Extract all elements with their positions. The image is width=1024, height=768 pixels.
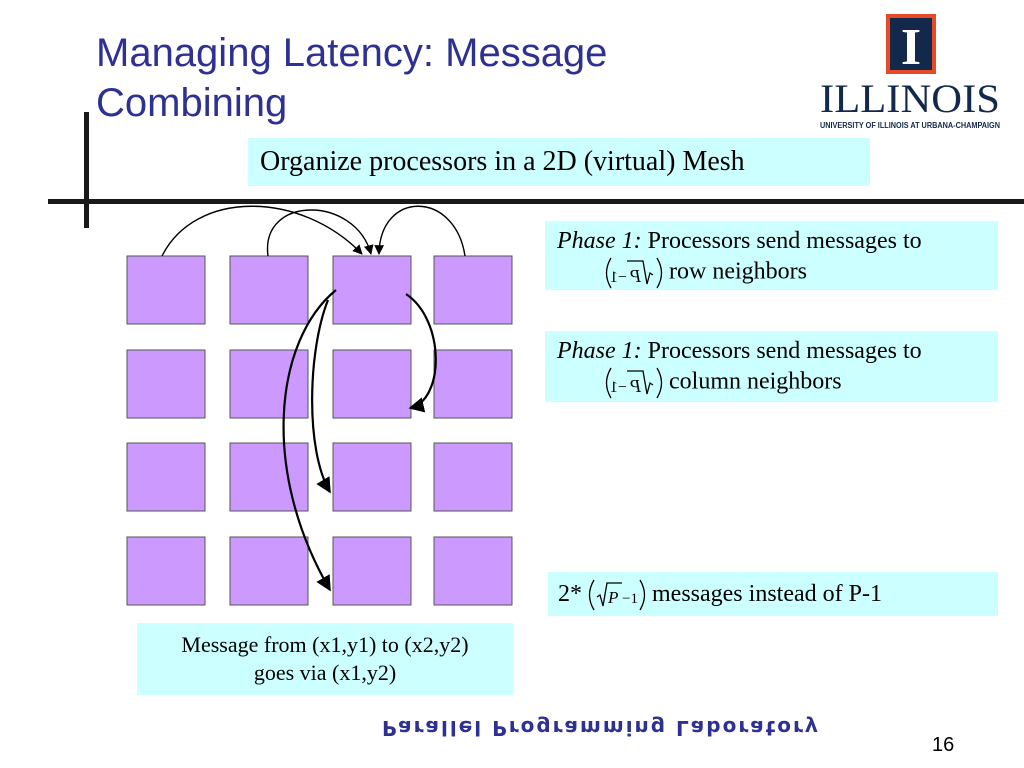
svg-text:P: P: [630, 266, 642, 286]
phase-column-label: Phase 1:: [557, 338, 642, 364]
message-count-prefix: 2*: [558, 581, 582, 607]
row-arrow-from-col3: [374, 205, 466, 257]
logo-caption: UNIVERSITY OF ILLINOIS AT URBANA-CHAMPAI…: [820, 121, 1000, 130]
horizontal-rule: [48, 199, 1024, 204]
sqrt-p-minus-1-mirrored-formula: P −1: [605, 367, 663, 399]
illinois-logo: I ILLINOIS UNIVERSITY OF ILLINOIS AT URB…: [820, 14, 1000, 130]
logo-wordmark: ILLINOIS: [820, 76, 1000, 121]
svg-text:−1: −1: [622, 591, 638, 607]
column-arrow-to-row1: [405, 293, 437, 413]
phase-row-text: Processors send messages to: [641, 228, 922, 254]
logo-block-i: I: [901, 19, 921, 76]
processor-3-3: [433, 536, 513, 606]
row-arrow-from-col0: [161, 205, 363, 257]
message-count-box: 2* P −1 messages instead of P-1: [548, 572, 998, 616]
processor-3-2: [332, 536, 412, 606]
processor-1-2: [332, 349, 412, 419]
message-routing-box: Message from (x1,y1) to (x2,y2) goes via…: [137, 623, 513, 695]
processor-2-3: [433, 442, 513, 512]
processor-3-1: [229, 536, 309, 606]
processor-0-2: [332, 255, 412, 325]
lab-footer-mirrored: Parallel Programming Laboratory: [382, 716, 820, 740]
processor-2-1: [229, 442, 309, 512]
mesh-subtitle-box: Organize processors in a 2D (virtual) Me…: [248, 138, 870, 186]
processor-0-1: [229, 255, 309, 325]
page-number: 16: [932, 734, 955, 756]
processor-2-0: [126, 442, 206, 512]
phase-column-text-line2: column neighbors: [669, 368, 842, 395]
phase-row-label: Phase 1:: [557, 228, 642, 254]
column-arrow-to-row3: [282, 289, 337, 592]
processor-0-3: [433, 255, 513, 325]
logo-block-i-background: [890, 18, 932, 70]
sqrt-p-minus-1-formula: P −1: [588, 580, 646, 611]
phase-column-box: Phase 1: Processors send messages to P −…: [545, 331, 998, 402]
sqrt-p-minus-1-mirrored-formula: P −1: [605, 257, 663, 289]
svg-text:−1: −1: [610, 379, 627, 396]
svg-text:P: P: [607, 588, 618, 607]
message-routing-line1: Message from (x1,y1) to (x2,y2): [181, 632, 469, 657]
processor-0-0: [126, 255, 206, 325]
processor-1-0: [126, 349, 206, 419]
processor-2-2: [332, 442, 412, 512]
column-arrow-to-row2: [311, 299, 331, 494]
svg-text:P: P: [630, 376, 642, 396]
phase-row-text-line2: row neighbors: [669, 258, 807, 285]
slide-title: Managing Latency: Message Combining: [96, 31, 608, 125]
processor-1-3: [433, 349, 513, 419]
row-arrow-from-col1: [267, 209, 374, 257]
vertical-rule: [84, 112, 89, 228]
message-routing-line2: goes via (x1,y2): [253, 660, 397, 685]
message-count-suffix: messages instead of P-1: [652, 581, 882, 607]
svg-text:−1: −1: [610, 269, 627, 286]
phase-row-box: Phase 1: Processors send messages to P −…: [545, 221, 998, 290]
phase-column-text: Processors send messages to: [641, 338, 922, 364]
processor-1-1: [229, 349, 309, 419]
processor-3-0: [126, 536, 206, 606]
